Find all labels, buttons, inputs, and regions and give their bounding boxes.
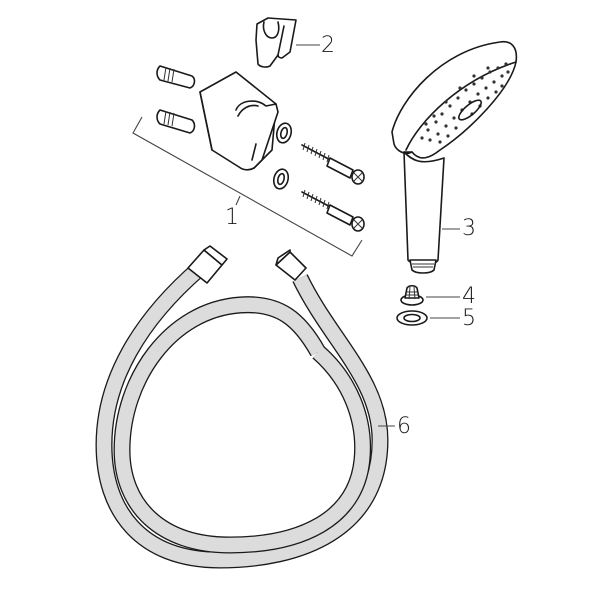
shower-hose [95, 245, 389, 569]
callout-label-6: 6 [397, 414, 411, 439]
callout-label-2: 2 [321, 33, 335, 58]
clip-insert [255, 17, 320, 68]
callout-label-5: 5 [462, 306, 476, 331]
callout-label-1: 1 [225, 205, 239, 230]
callout-label-4: 4 [462, 284, 476, 309]
strainer-filter [400, 284, 460, 306]
callout-label-3: 3 [462, 216, 476, 241]
hose-end-left-fitting [187, 245, 228, 284]
spray-center-ring [458, 99, 482, 121]
hand-shower [391, 40, 518, 274]
callout-1-tick [235, 195, 241, 206]
hose-end-right-fitting [275, 249, 307, 281]
washer-top [275, 122, 293, 144]
screw-top [301, 142, 365, 185]
group-bracket-line [132, 116, 363, 257]
washer-bottom [272, 168, 290, 190]
bracket-set [132, 65, 365, 257]
screw-bottom [301, 189, 365, 232]
wall-holder [199, 71, 279, 171]
wall-dowel-top [156, 65, 196, 89]
sealing-washer [396, 310, 460, 326]
spray-nozzles [420, 62, 510, 144]
wall-dowel-bottom [156, 109, 196, 134]
